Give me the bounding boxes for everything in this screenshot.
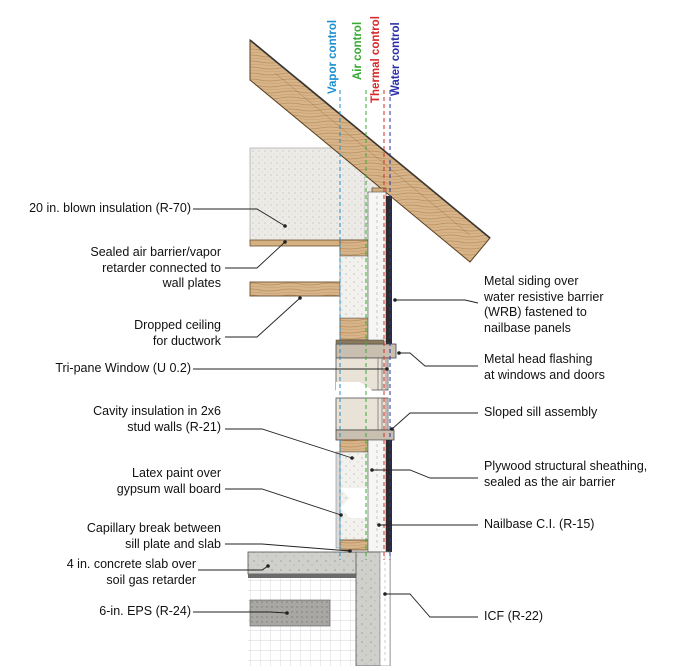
label-icf: ICF (R-22) (484, 609, 544, 623)
label-sloped-sill: Sloped sill assembly (484, 405, 598, 419)
concrete-slab (247, 551, 359, 575)
right-leader-dots (370, 298, 401, 596)
label-plywood-sheathing: Plywood structural sheathing, sealed as … (484, 459, 648, 489)
label-sealed-air-barrier: Sealed air barrier/vapor retarder connec… (90, 245, 221, 290)
label-blown-insulation: 20 in. blown insulation (R-70) (29, 201, 191, 215)
metal-siding-upper (386, 196, 392, 344)
left-leader-lines (193, 208, 387, 614)
tri-pane-window-lower (335, 397, 389, 431)
gypsum-board (335, 451, 341, 549)
vapor-control-label: Vapor control (327, 19, 339, 94)
label-eps: 6-in. EPS (R-24) (99, 604, 191, 618)
blown-insulation (249, 147, 366, 243)
label-tri-pane-window: Tri-pane Window (U 0.2) (55, 361, 191, 375)
label-capillary-break: Capillary break between sill plate and s… (86, 521, 221, 551)
left-leader-dots (266, 224, 389, 615)
air-control-label: Air control (352, 21, 364, 80)
ceiling-plate (339, 317, 369, 341)
eps-insulation (249, 599, 331, 627)
label-metal-siding: Metal siding over water resistive barrie… (484, 274, 604, 335)
thermal-control-label: Thermal control (370, 16, 382, 103)
sill-plate (339, 439, 369, 453)
label-concrete-slab: 4 in. concrete slab over soil gas retard… (66, 557, 196, 587)
dropped-ceiling (249, 281, 341, 297)
label-latex-paint: Latex paint over gypsum wall board (116, 466, 221, 496)
label-dropped-ceiling: Dropped ceiling for ductwork (134, 318, 221, 348)
right-leader-lines (372, 299, 479, 618)
water-control-label: Water control (390, 22, 402, 96)
soil-gas-retarder (248, 574, 358, 578)
bottom-plate (339, 539, 369, 551)
label-cavity-insulation: Cavity insulation in 2x6 stud walls (R-2… (93, 404, 221, 434)
upper-wall-cavity (339, 255, 369, 319)
label-nailbase-ci: Nailbase C.I. (R-15) (484, 517, 595, 531)
top-plate (339, 239, 369, 257)
window-sill (335, 429, 395, 441)
metal-siding-lower (386, 440, 392, 552)
label-metal-head-flashing: Metal head flashing at windows and doors (484, 352, 605, 382)
